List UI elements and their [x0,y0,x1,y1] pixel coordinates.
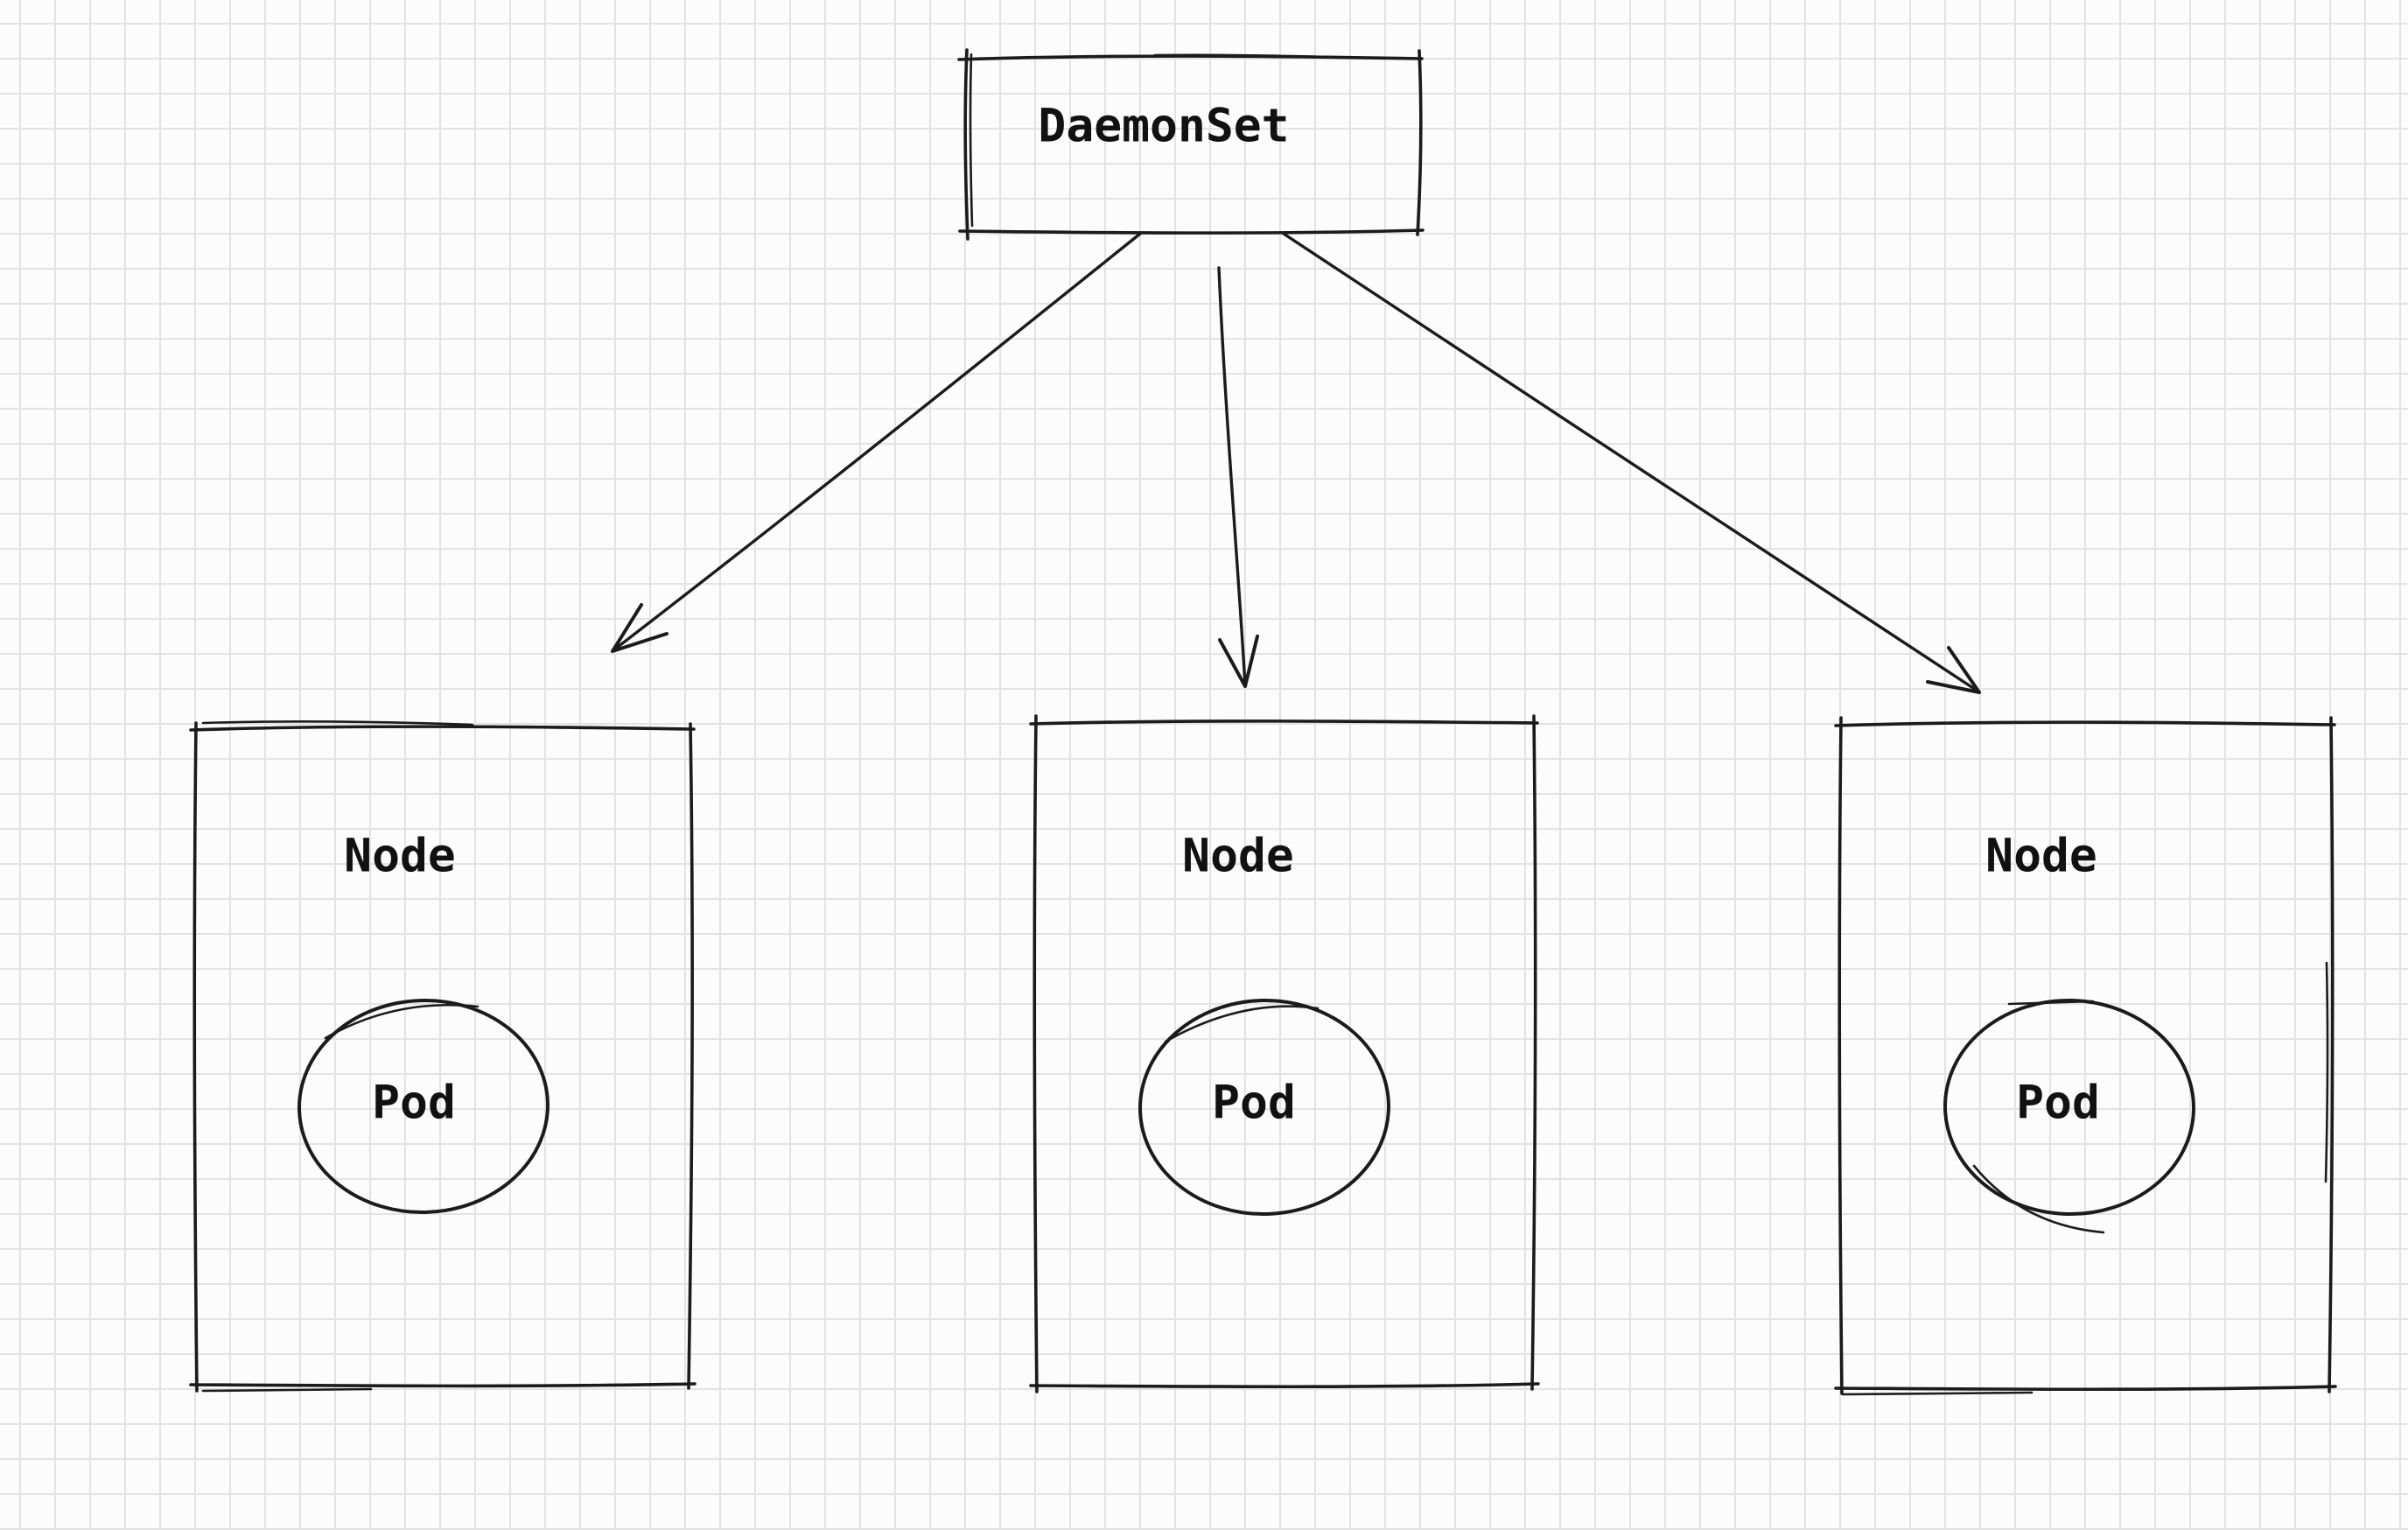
arrow-3-head [1926,646,1981,694]
pod-2-label[interactable]: Pod [1212,1076,1296,1130]
pod-2-outline [1138,998,1390,1217]
daemonset-box-bottom [958,228,1424,235]
node-2-label[interactable]: Node [1182,829,1294,883]
node-2-top [1029,719,1539,726]
pod-1-double-stroke [324,1003,480,1040]
node-3-bottom-double [1841,1391,2034,1396]
pod-1-outline [298,998,550,1215]
node-1-left [192,721,199,1393]
node-2-left [1032,714,1039,1393]
arrow-2-head [1218,635,1259,688]
arrow-daemonset-to-node-1[interactable] [611,232,1142,653]
daemonset-box-left [963,48,970,241]
node-1-top [189,725,696,732]
daemonset-box[interactable] [957,48,1424,241]
arrow-daemonset-to-node-2[interactable] [1217,266,1259,688]
node-3-top [1834,720,2336,727]
daemonset-box-right [1416,49,1423,236]
node-1-right [687,722,694,1390]
node-3-right [2328,716,2334,1393]
arrow-3-shaft [1282,232,1980,693]
arrow-1-head [611,603,668,653]
pod-circle-3[interactable] [1942,997,2196,1234]
arrow-2-shaft [1217,266,1247,687]
arrow-1-shaft [612,232,1142,652]
node-3-left [1838,716,1844,1395]
node-2-right [1530,714,1537,1391]
node-3-label[interactable]: Node [1985,829,2097,883]
arrow-daemonset-to-node-3[interactable] [1282,232,1981,694]
pod-3-label[interactable]: Pod [2016,1076,2100,1130]
node-3-bottom [1834,1385,2337,1392]
pod-3-top-flat-stroke [2007,1000,2095,1006]
node-2-bottom [1029,1382,1540,1389]
node-box-3[interactable] [1834,716,2337,1396]
pod-1-label[interactable]: Pod [372,1076,456,1130]
node-1-top-double [201,719,474,726]
daemonset-box-top-double [1153,53,1367,60]
pod-3-double-stroke [1972,1164,2105,1234]
pod-2-double-stroke [1164,1005,1320,1043]
pod-3-outline [1943,998,2195,1217]
node-1-bottom-double [201,1387,373,1393]
pod-circle-1[interactable] [296,996,551,1217]
pod-circle-2[interactable] [1138,997,1391,1217]
daemonset-box-left-double [969,53,974,228]
node-1-label[interactable]: Node [344,829,456,883]
node-box-1[interactable] [189,719,696,1393]
node-1-bottom [189,1382,696,1388]
daemonset-label[interactable]: DaemonSet [1038,99,1290,153]
node-box-2[interactable] [1029,714,1540,1393]
node-3-right-double [2324,961,2329,1183]
